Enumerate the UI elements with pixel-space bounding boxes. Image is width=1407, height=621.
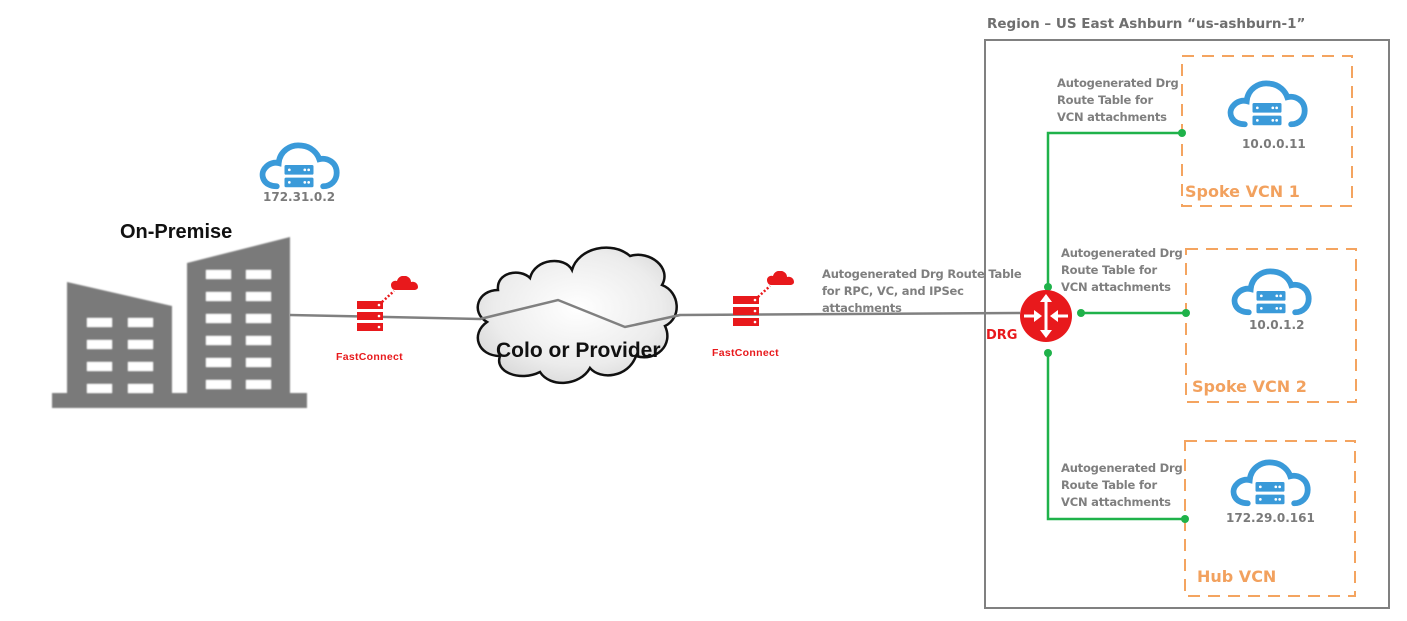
fastconnect-label: FastConnect — [712, 347, 779, 359]
vcn-box-hub — [1184, 440, 1356, 597]
on-premise-host-ip: 172.31.0.2 — [263, 190, 336, 204]
host-cloud-icon — [1231, 83, 1305, 125]
fastconnect-label: FastConnect — [336, 351, 403, 363]
route-table-label: Autogenerated Drg Route Table for VCN at… — [1061, 461, 1183, 509]
on-premise-title: On-Premise — [120, 221, 233, 243]
host-cloud-icon — [263, 145, 337, 187]
drg-label: DRG — [986, 328, 1018, 343]
vcn-box-spoke-2 — [1185, 248, 1357, 403]
route-table-label: Autogenerated Drg Route Table for VCN at… — [1057, 76, 1179, 124]
attachment-point — [1181, 515, 1189, 523]
region-boundary — [984, 39, 1390, 609]
building-icon — [52, 237, 307, 408]
router-icon — [1020, 290, 1072, 342]
fastconnect-server-icon — [731, 271, 796, 328]
region-title: Region – US East Ashburn “us-ashburn-1” — [987, 16, 1306, 32]
host-cloud-icon — [1235, 271, 1309, 313]
drg-route-table-label: Autogenerated Drg Route Table for RPC, V… — [822, 267, 1022, 315]
colo-title: Colo or Provider — [496, 339, 661, 362]
attachment-point — [1077, 309, 1085, 317]
host-cloud-icon — [1234, 462, 1308, 504]
vcn-host-ip: 10.0.1.2 — [1249, 318, 1305, 332]
attachment-point — [1182, 309, 1190, 317]
vcn-host-ip: 10.0.0.11 — [1242, 137, 1306, 151]
vcn-name: Hub VCN — [1197, 567, 1277, 586]
vcn-name: Spoke VCN 1 — [1185, 182, 1300, 201]
attachment-point — [1044, 283, 1052, 291]
route-table-label: Autogenerated Drg Route Table for VCN at… — [1061, 246, 1183, 294]
attachment-point — [1044, 349, 1052, 357]
attachment-point — [1178, 129, 1186, 137]
fastconnect-server-icon — [355, 276, 420, 333]
attachment-line-spoke-1 — [1046, 131, 1182, 288]
cloud-icon — [476, 246, 681, 385]
vcn-name: Spoke VCN 2 — [1192, 377, 1307, 396]
attachment-line-hub — [1046, 353, 1185, 521]
vcn-host-ip: 172.29.0.161 — [1226, 511, 1315, 525]
